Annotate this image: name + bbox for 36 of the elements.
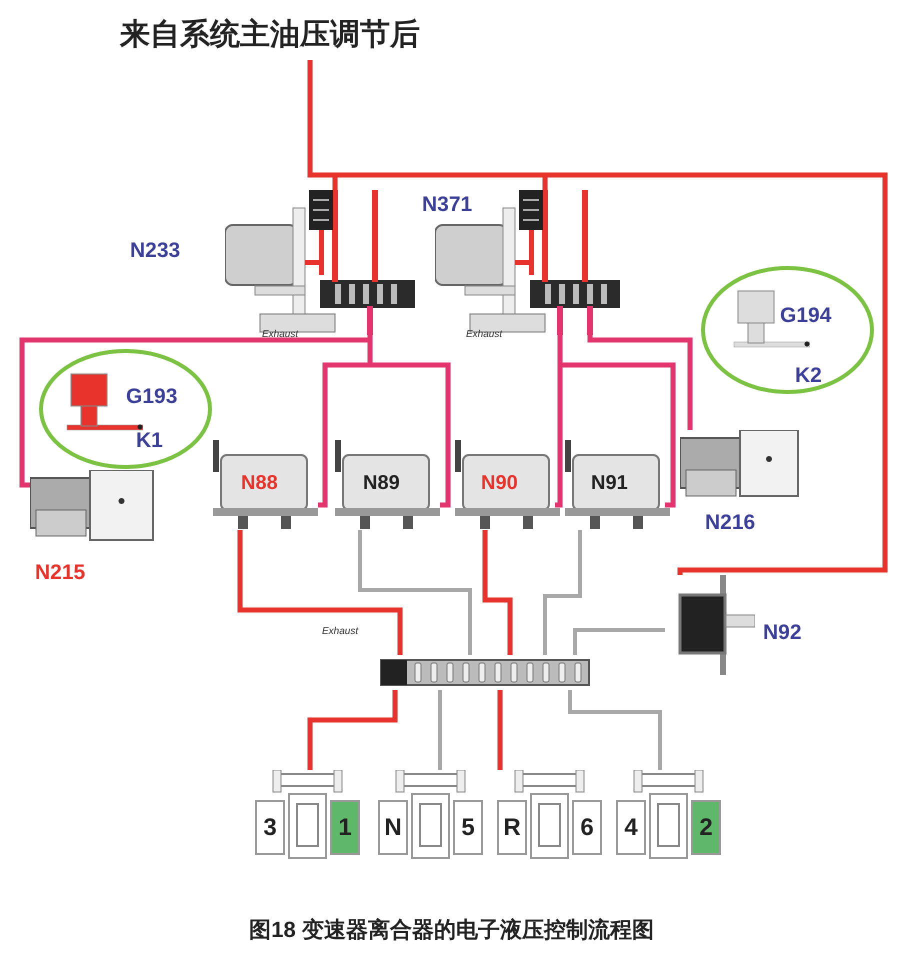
gear-position-cell: 3	[255, 800, 285, 855]
exhaust-label: Exhaust	[262, 330, 298, 340]
component-label: N233	[130, 240, 180, 261]
gear-position-cell: 5	[453, 800, 483, 855]
hydraulic-line	[482, 530, 512, 655]
component-label: N91	[591, 473, 628, 493]
exhaust-label: Exhaust	[322, 627, 358, 637]
gear-position-cell: 2	[691, 800, 721, 855]
hydraulic-line	[438, 690, 442, 770]
hydraulic-line	[308, 690, 398, 770]
gear-position-cell: 1	[330, 800, 360, 855]
hydraulic-line	[568, 690, 662, 770]
hydraulic-line	[238, 530, 402, 655]
hydraulic-line	[588, 335, 692, 430]
component-label: N89	[363, 473, 400, 493]
hydraulic-line	[358, 530, 472, 655]
component-label: G193	[126, 386, 178, 407]
component-label: G194	[780, 305, 832, 326]
component-label: N216	[705, 512, 756, 533]
component-label: N371	[422, 194, 472, 215]
gear-position-cell: 4	[616, 800, 646, 855]
component-label: K1	[136, 430, 163, 451]
hydraulic-line	[573, 628, 665, 655]
source-heading: 来自系统主油压调节后	[120, 20, 420, 50]
component-label: N215	[35, 562, 86, 583]
hydraulic-line	[543, 530, 582, 655]
component-label: N90	[481, 473, 518, 493]
hydraulic-line	[498, 690, 502, 770]
component-label: N92	[763, 622, 802, 643]
component-label: N88	[241, 473, 278, 493]
gear-position-cell: 6	[572, 800, 602, 855]
gear-position-cell: R	[497, 800, 527, 855]
exhaust-label: Exhaust	[466, 330, 502, 340]
figure-caption: 图18 变速器离合器的电子液压控制流程图	[248, 916, 655, 944]
component-label: K2	[795, 365, 822, 386]
gear-position-cell: N	[378, 800, 408, 855]
